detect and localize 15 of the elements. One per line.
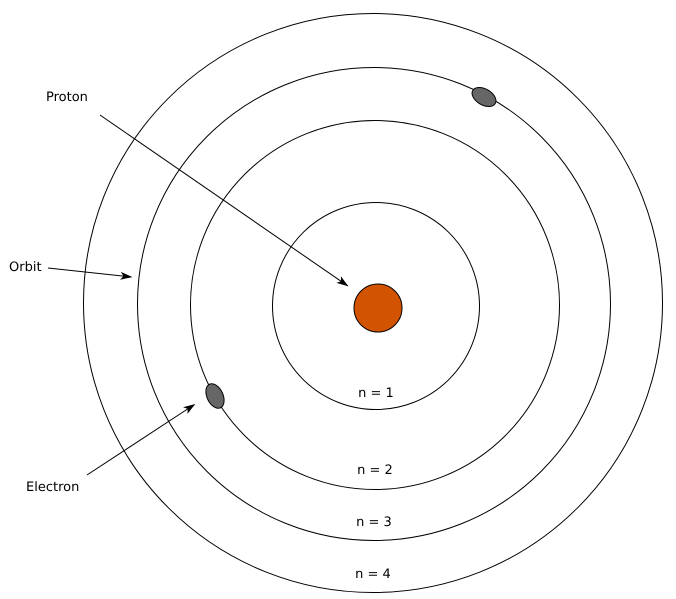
- arrow: [48, 268, 132, 280]
- orbit-label: n = 3: [356, 515, 392, 531]
- orbit-label: n = 4: [355, 567, 391, 583]
- callout-label: Orbit: [9, 260, 42, 276]
- nucleus-circle: [354, 284, 402, 332]
- orbit-label: n = 1: [358, 386, 394, 402]
- arrow: [100, 114, 348, 286]
- electron-ellipse: [471, 84, 497, 110]
- orbit-circle: [190, 120, 560, 490]
- callout-label: Electron: [26, 480, 80, 496]
- orbit-circle: [137, 67, 611, 541]
- orbit-label: n = 2: [357, 463, 393, 479]
- callout-label: Proton: [46, 90, 88, 106]
- orbit-circle: [272, 202, 480, 410]
- arrow: [86, 404, 196, 476]
